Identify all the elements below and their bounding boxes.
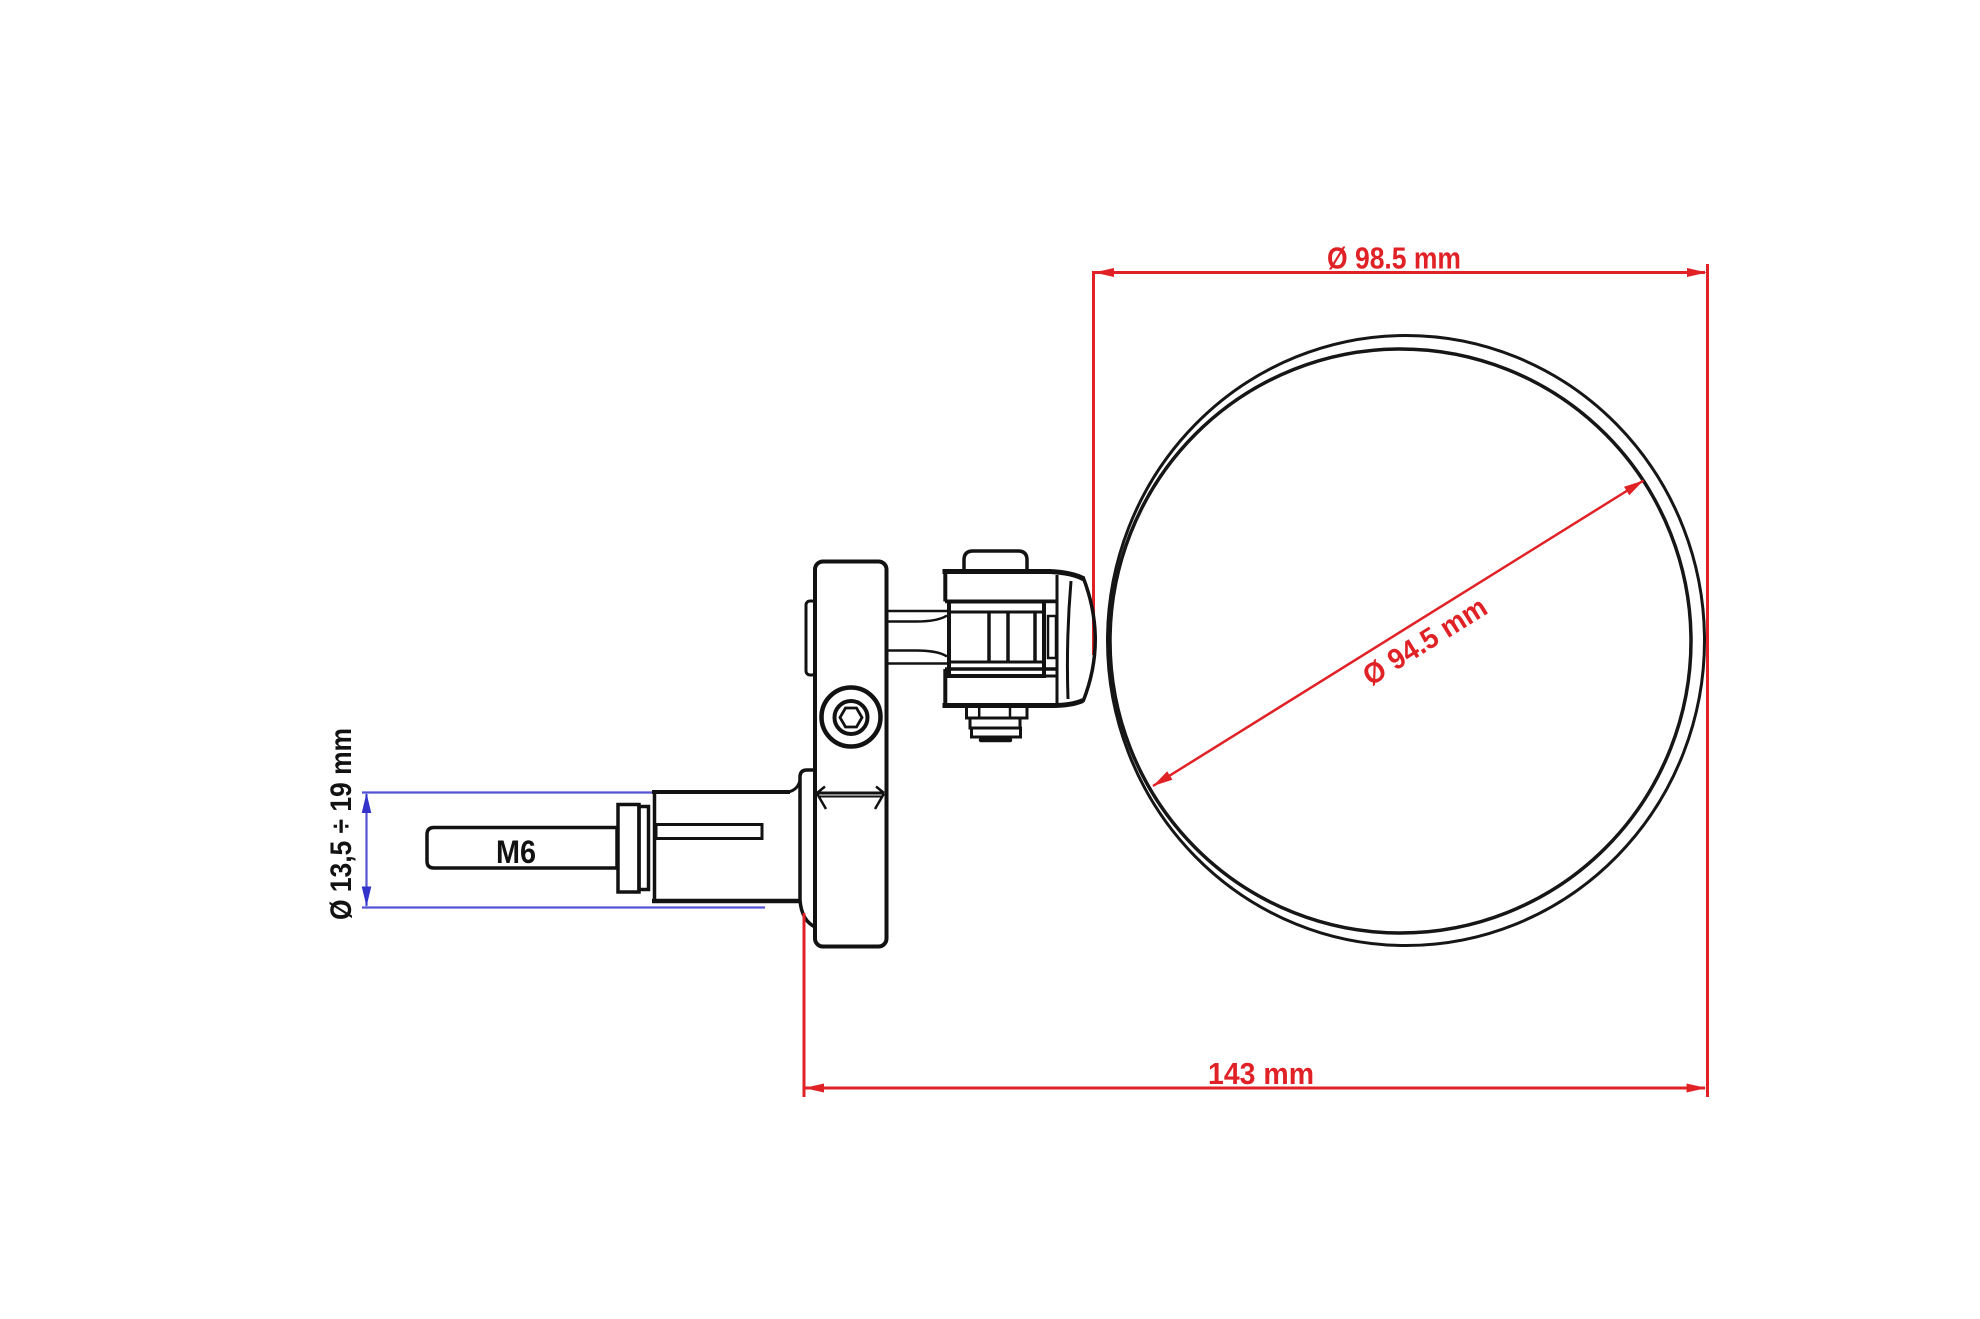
svg-text:M6: M6	[496, 834, 536, 870]
svg-text:143 mm: 143 mm	[1208, 1056, 1314, 1091]
svg-text:Ø 13,5 ÷ 19 mm: Ø 13,5 ÷ 19 mm	[325, 728, 358, 920]
svg-text:Ø 98.5 mm: Ø 98.5 mm	[1327, 241, 1461, 276]
